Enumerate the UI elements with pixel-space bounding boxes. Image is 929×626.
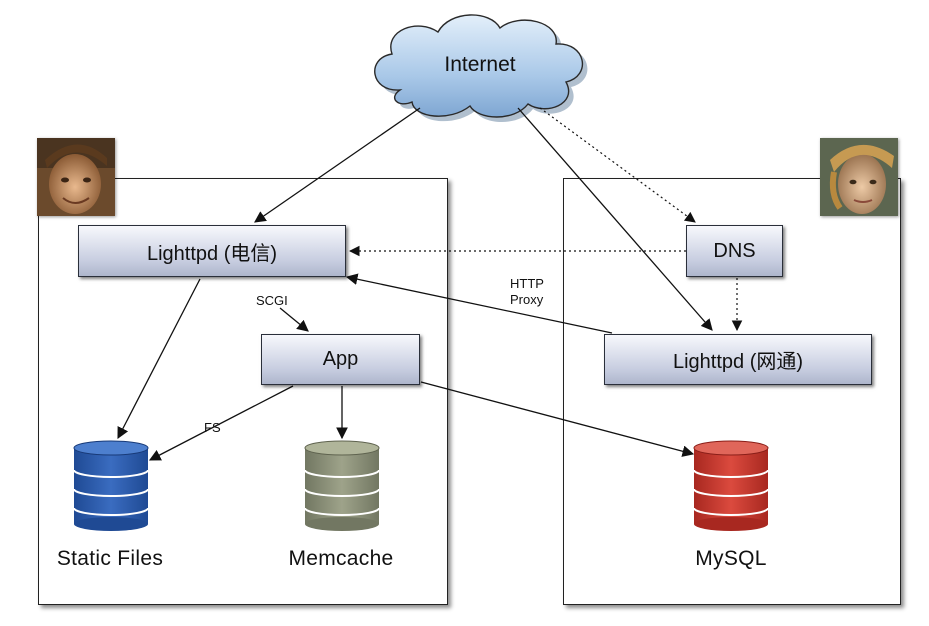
lighttpd-telecom-node[interactable]: Lighttpd (电信): [78, 225, 346, 277]
static-files-label: Static Files: [56, 547, 164, 570]
mysql-database-icon: [693, 440, 769, 531]
mysql-label: MySQL: [695, 547, 767, 570]
static-files-database-icon: [73, 440, 149, 531]
http-proxy-edge-label: HTTP Proxy: [510, 276, 544, 308]
app-label: App: [322, 348, 359, 370]
http-proxy-line1: HTTP: [510, 276, 544, 291]
internet-cloud-icon: [374, 14, 588, 123]
lighttpd-netcom-label: Lighttpd (网通): [672, 351, 804, 373]
app-node[interactable]: App: [261, 334, 420, 385]
right-person-photo: [820, 138, 898, 216]
dns-label: DNS: [713, 239, 756, 262]
lighttpd-telecom-label: Lighttpd (电信): [146, 242, 278, 265]
internet-label: Internet: [444, 53, 516, 76]
left-person-photo: [37, 138, 115, 216]
http-proxy-line2: Proxy: [510, 292, 544, 307]
lighttpd-netcom-node[interactable]: Lighttpd (网通): [604, 334, 872, 385]
dns-node[interactable]: DNS: [686, 225, 783, 277]
memcache-database-icon: [304, 440, 380, 531]
fs-edge-label: FS: [204, 420, 221, 435]
scgi-edge-label: SCGI: [256, 293, 288, 308]
memcache-label: Memcache: [288, 547, 394, 570]
